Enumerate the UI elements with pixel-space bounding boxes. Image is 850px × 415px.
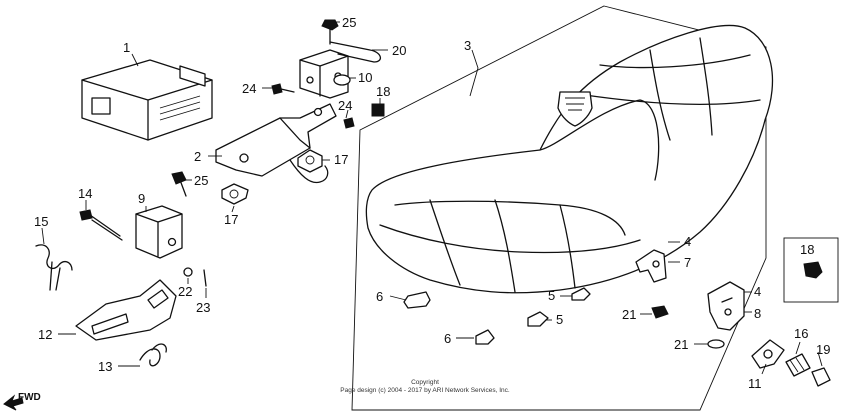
- forward-label: FWD: [18, 392, 41, 403]
- callout-21-upper: 21: [622, 307, 636, 322]
- callout-3: 3: [464, 38, 471, 53]
- callout-5-upper: 5: [548, 288, 555, 303]
- grommet-part-5-lower[interactable]: [527, 311, 549, 327]
- latch-part-11[interactable]: [751, 339, 785, 369]
- callout-21-lower: 21: [674, 337, 688, 352]
- grommet-part-5-upper[interactable]: [571, 287, 591, 301]
- callout-16: 16: [794, 326, 808, 341]
- callout-12: 12: [38, 327, 52, 342]
- pin-part-23[interactable]: [203, 269, 207, 287]
- wire-clip-part-15[interactable]: [35, 244, 73, 291]
- callout-24-lower: 24: [338, 98, 352, 113]
- clip-part-20[interactable]: [329, 41, 381, 63]
- seat-bracket-part-7[interactable]: [635, 249, 667, 283]
- seat-bracket-part-8[interactable]: [707, 281, 745, 331]
- callout-6-upper: 6: [376, 289, 383, 304]
- collar-part-17-right[interactable]: [297, 149, 323, 173]
- callout-25-top: 25: [342, 15, 356, 30]
- bolt-part-24-upper[interactable]: [271, 83, 295, 95]
- leader-lines: [41, 21, 823, 375]
- washer-part-21-lower[interactable]: [707, 339, 725, 349]
- nut-part-21-upper[interactable]: [651, 305, 669, 319]
- copyright-notice: Page design (c) 2004 - 2017 by ARI Netwo…: [340, 387, 510, 394]
- callout-7: 7: [684, 255, 691, 270]
- cover-plate-part-12[interactable]: [75, 279, 177, 341]
- callout-17-right: 17: [334, 152, 348, 167]
- callout-18-upper: 18: [376, 84, 390, 99]
- nut-part-10[interactable]: [333, 74, 351, 86]
- knob-part-19[interactable]: [811, 367, 831, 387]
- grommet-part-18-upper[interactable]: [371, 103, 385, 117]
- nut-part-22[interactable]: [183, 267, 193, 277]
- copyright-title: Copyright: [411, 379, 439, 386]
- seat-group-outline: [351, 5, 767, 411]
- callout-4-lower: 4: [754, 284, 761, 299]
- spring-part-16[interactable]: [785, 353, 811, 377]
- callout-4-upper: 4: [684, 234, 691, 249]
- inset-box-18: [783, 237, 839, 303]
- callout-15: 15: [34, 214, 48, 229]
- wire-part-13[interactable]: [139, 343, 167, 367]
- callout-13: 13: [98, 359, 112, 374]
- callout-22: 22: [178, 284, 192, 299]
- callout-23: 23: [196, 300, 210, 315]
- callout-14: 14: [78, 186, 92, 201]
- callout-labels: 1 2 3 4 4 5 5 6 6 7 8 9 10 11 12 13 14 1…: [34, 15, 830, 391]
- forward-direction-indicator: FWD: [3, 392, 41, 411]
- callout-18-inset: 18: [800, 242, 814, 257]
- callout-1: 1: [123, 40, 130, 55]
- callout-2: 2: [194, 149, 201, 164]
- bolt-part-25-mid[interactable]: [171, 171, 187, 197]
- collar-part-17-left[interactable]: [221, 183, 249, 205]
- callout-17-left: 17: [224, 212, 238, 227]
- callout-10: 10: [358, 70, 372, 85]
- callout-6-lower: 6: [444, 331, 451, 346]
- main-bracket-part[interactable]: [215, 103, 337, 184]
- control-unit-part[interactable]: [81, 59, 213, 141]
- callout-19: 19: [816, 342, 830, 357]
- cushion-part-6-upper[interactable]: [403, 291, 431, 309]
- bolt-part-24-lower[interactable]: [343, 117, 355, 129]
- seat-part[interactable]: [365, 24, 774, 294]
- cushion-part-6-lower[interactable]: [475, 329, 495, 345]
- callout-9: 9: [138, 191, 145, 206]
- bracket-part-9[interactable]: [135, 205, 183, 259]
- long-bolt-part-14[interactable]: [79, 209, 123, 241]
- upper-bracket-part[interactable]: [299, 49, 349, 99]
- callout-20: 20: [392, 43, 406, 58]
- callout-11: 11: [748, 376, 762, 391]
- callout-25-mid: 25: [194, 173, 208, 188]
- bolt-part-25-top[interactable]: [321, 19, 339, 45]
- callout-5-lower: 5: [556, 312, 563, 327]
- callout-8: 8: [754, 306, 761, 321]
- callout-24-upper: 24: [242, 81, 256, 96]
- forward-arrow-icon: [3, 394, 24, 411]
